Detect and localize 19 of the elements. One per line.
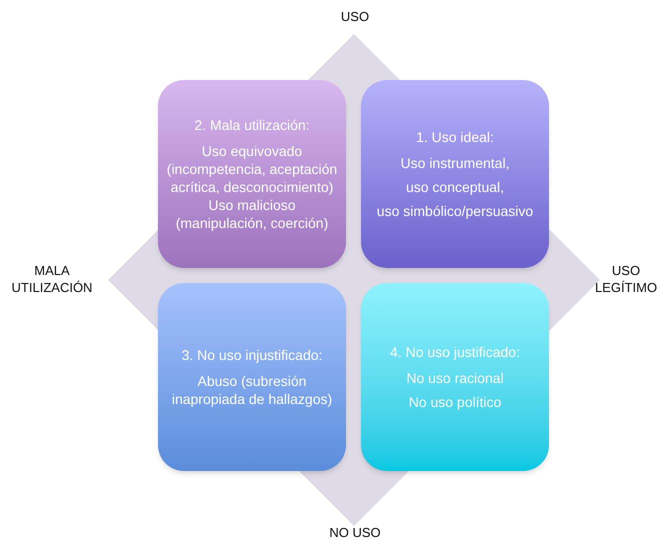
quadrant-text: Abuso (subresión inapropiada de hallazgos) — [170, 372, 334, 408]
quadrant-heading: 4. No uso justificado: — [390, 343, 520, 361]
quadrant-text: uso conceptual, — [406, 178, 504, 196]
axis-label: NO USO — [328, 524, 382, 541]
axis-label: USO — [340, 8, 370, 25]
quadrant-text: No uso político — [408, 393, 502, 411]
quadrant-box — [361, 80, 549, 268]
quadrant-heading: 1. Uso ideal: — [416, 128, 494, 146]
quadrant-heading: 2. Mala utilización: — [194, 116, 310, 134]
quadrant-text: Uso instrumental, — [400, 154, 510, 172]
quadrant-box — [158, 80, 346, 268]
quadrant-text: uso simbólico/persuasivo — [376, 202, 534, 220]
quadrant-box — [158, 283, 346, 471]
quadrant-text: No uso racional — [406, 369, 504, 387]
axis-label: USO LEGÍTIMO — [594, 262, 658, 296]
quadrant-text: Uso equivovado (incompetencia, aceptación acrítica, desconocimiento) Uso malicioso (manipulación, coerción) — [166, 142, 338, 232]
quadrant-heading: 3. No uso injustificado: — [182, 346, 322, 364]
quadrant-box — [361, 283, 549, 471]
axis-label: MALA UTILIZACIÓN — [10, 262, 94, 296]
